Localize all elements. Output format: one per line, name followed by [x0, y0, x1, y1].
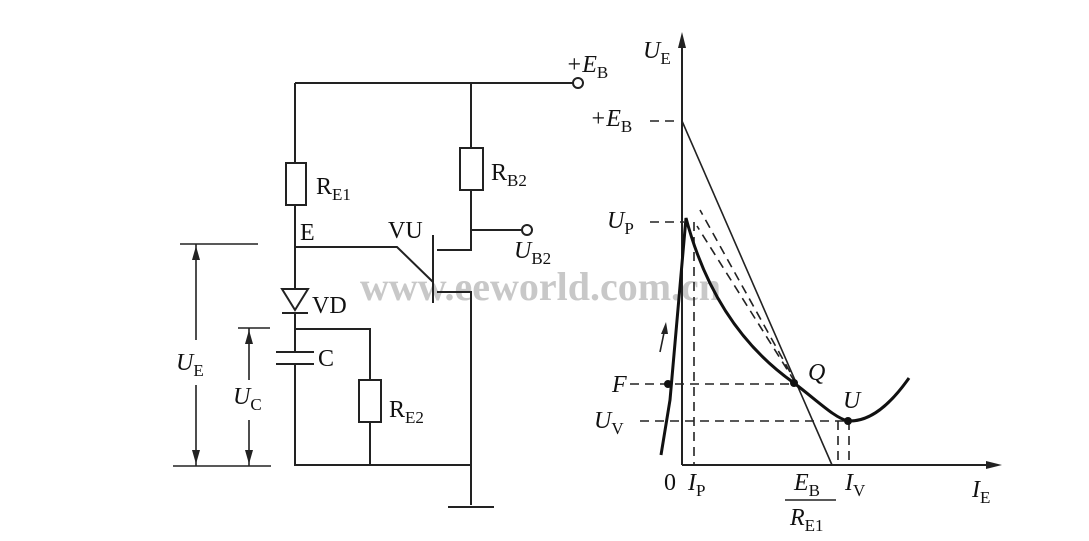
node-e-label: E: [300, 220, 315, 246]
diode-label: VD: [312, 293, 347, 319]
re2-label: RE2: [389, 397, 424, 427]
x-axis-label: IE: [971, 477, 990, 507]
label-part: R: [389, 397, 405, 423]
ue-label: UE: [176, 350, 204, 380]
label-part: R: [316, 174, 332, 200]
axes: [681, 40, 995, 466]
label-part: R: [491, 160, 507, 186]
label-part: E: [660, 49, 670, 68]
rb2-label: RB2: [491, 160, 527, 190]
capacitor-c: [276, 351, 314, 365]
label-part: V: [853, 481, 866, 500]
diode-vd: [280, 288, 310, 314]
negative-resistance-curve: [659, 217, 911, 456]
relaxation-path-dashed: [696, 209, 796, 383]
label-part: B: [621, 117, 632, 136]
up-label: UP: [607, 208, 634, 238]
uv-label: UV: [594, 408, 624, 438]
right-branch-wire: [437, 83, 522, 505]
load-line: [681, 120, 833, 466]
ub2-label: UB2: [514, 238, 551, 268]
measure-arrows: [192, 246, 253, 464]
label-part: U: [233, 384, 252, 410]
ip-label: IP: [687, 470, 705, 500]
label-part: E: [980, 488, 990, 507]
u-point-label: U: [843, 388, 862, 414]
label-part: B: [597, 63, 608, 82]
label-part: +E: [590, 106, 621, 132]
label-part: E2: [405, 408, 424, 427]
ujt-label: VU: [388, 218, 423, 244]
label-part: +E: [566, 52, 597, 78]
fraction-numerator: EB: [793, 470, 820, 500]
label-part: I: [844, 470, 854, 496]
eb-label: +EB: [590, 106, 632, 136]
label-part: C: [250, 395, 261, 414]
supply-label: +EB: [566, 52, 608, 82]
label-part: I: [687, 470, 697, 496]
iv-label: IV: [844, 470, 866, 500]
ub2-terminal: [521, 224, 533, 236]
label-part: E1: [805, 516, 824, 535]
label-part: R: [789, 505, 805, 531]
resistor-re2: [358, 379, 382, 423]
watermark: www.eeworld.com.cn: [360, 264, 721, 309]
emitter-wire: [295, 246, 434, 283]
label-part: U: [607, 208, 626, 234]
label-part: B: [809, 481, 820, 500]
re1-label: RE1: [316, 174, 351, 204]
point-f: [664, 380, 672, 388]
label-part: B2: [507, 171, 527, 190]
supply-terminal: [572, 77, 584, 89]
origin-label: 0: [664, 470, 676, 496]
label-part: P: [624, 219, 633, 238]
label-part: P: [696, 481, 705, 500]
axis-arrows: [678, 32, 1002, 469]
label-part: E: [793, 470, 809, 496]
cap-label: C: [318, 346, 334, 372]
fraction-denominator: RE1: [789, 505, 824, 535]
voltage-measure-lines: [173, 243, 271, 467]
f-label: F: [611, 372, 627, 398]
label-part: E1: [332, 185, 351, 204]
point-q: [790, 379, 798, 387]
re2-wire: [295, 328, 371, 465]
label-part: U: [594, 408, 613, 434]
label-part: U: [643, 38, 662, 64]
q-label: Q: [808, 360, 825, 386]
uc-label: UC: [233, 384, 262, 414]
resistor-rb2: [459, 147, 484, 191]
guide-dashed-lines: [630, 120, 850, 465]
ujt-characteristic-graph: UE +EB UP F UV 0 IP EB RE1 IV IE Q U: [590, 32, 1002, 535]
label-part: B2: [531, 249, 551, 268]
rise-arrow-head: [661, 322, 668, 334]
label-part: U: [514, 238, 533, 264]
circuit: +EB RE1 RB2 RE2 E VU VD C UB2 UE UC: [173, 52, 608, 508]
label-part: U: [176, 350, 195, 376]
label-part: V: [611, 419, 624, 438]
point-u: [844, 417, 852, 425]
resistor-re1: [285, 162, 307, 206]
y-axis-label: UE: [643, 38, 671, 68]
label-part: E: [193, 361, 203, 380]
label-part: I: [971, 477, 981, 503]
